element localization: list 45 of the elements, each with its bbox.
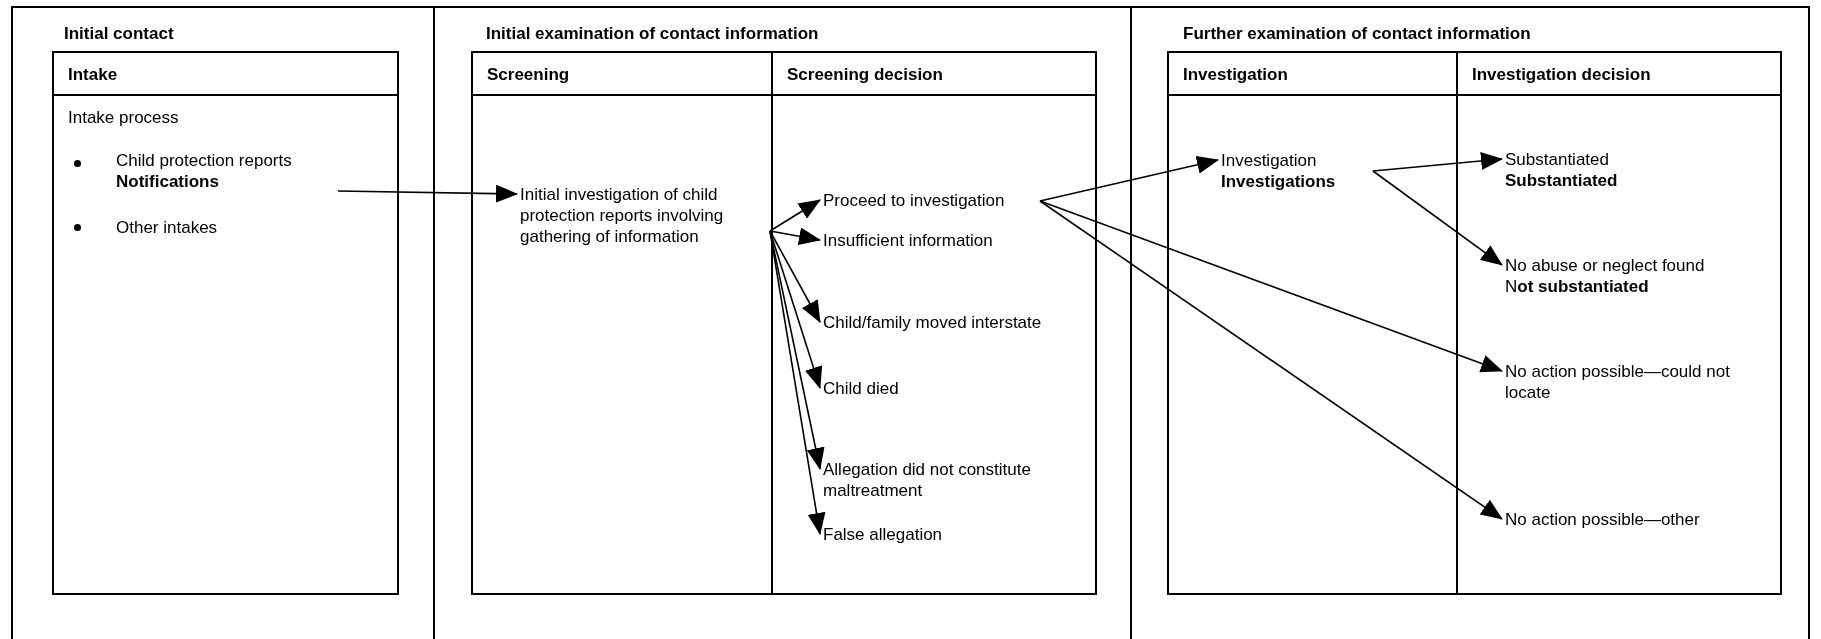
column-header: Investigation [1169,53,1456,96]
lane-title: Initial contact [64,24,174,44]
column-box [52,51,399,595]
arrow [769,230,821,323]
node-text: Investigation [1221,150,1318,171]
node-text: No action possible—other [1505,509,1701,530]
category-label: Investigations [1221,171,1337,192]
arrow [769,199,821,232]
lane-title: Initial examination of contact information [486,24,819,44]
lane-title: Further examination of contact information [1183,24,1531,44]
node-text: Child/family moved interstate [823,312,1043,333]
category-label: Not substantiated [1505,276,1650,297]
column-header: Screening [473,53,771,96]
node-text: Proceed to investigation [823,190,1006,211]
swimlane-band [11,6,435,639]
node-text: No action possible—could not locate [1505,361,1731,403]
column-box [771,51,1097,595]
arrow [337,184,518,203]
arrow [769,227,821,246]
list-item: Other intakes [116,217,218,238]
node-text: Insufficient information [823,230,994,251]
arrow [1039,155,1219,202]
arrow [769,230,826,535]
column-header: Intake [54,53,397,96]
node-text: No abuse or neglect found [1505,255,1706,276]
column-header: Investigation decision [1458,53,1780,96]
node-text: Child died [823,378,900,399]
arrow [1372,152,1503,172]
category-label: Substantiated [1505,170,1619,191]
node-text: Allegation did not constitute maltreatment [823,459,1032,501]
swimlane-band [1130,6,1810,639]
column-box [1167,51,1458,595]
arrow [769,230,823,389]
section-heading: Intake process [68,108,179,128]
node-text: Child protection reports [116,150,293,171]
column-box [471,51,773,595]
node-text: Substantiated [1505,149,1610,170]
category-label: Notifications [116,171,220,192]
arrow [1372,170,1503,266]
arrow [1039,200,1503,373]
node-text: Initial investigation of child protection reports involving gathering of information [520,184,725,247]
column-box [1456,51,1782,595]
column-header: Screening decision [773,53,1095,96]
node-text: False allegation [823,524,944,545]
arrow [1039,200,1503,520]
